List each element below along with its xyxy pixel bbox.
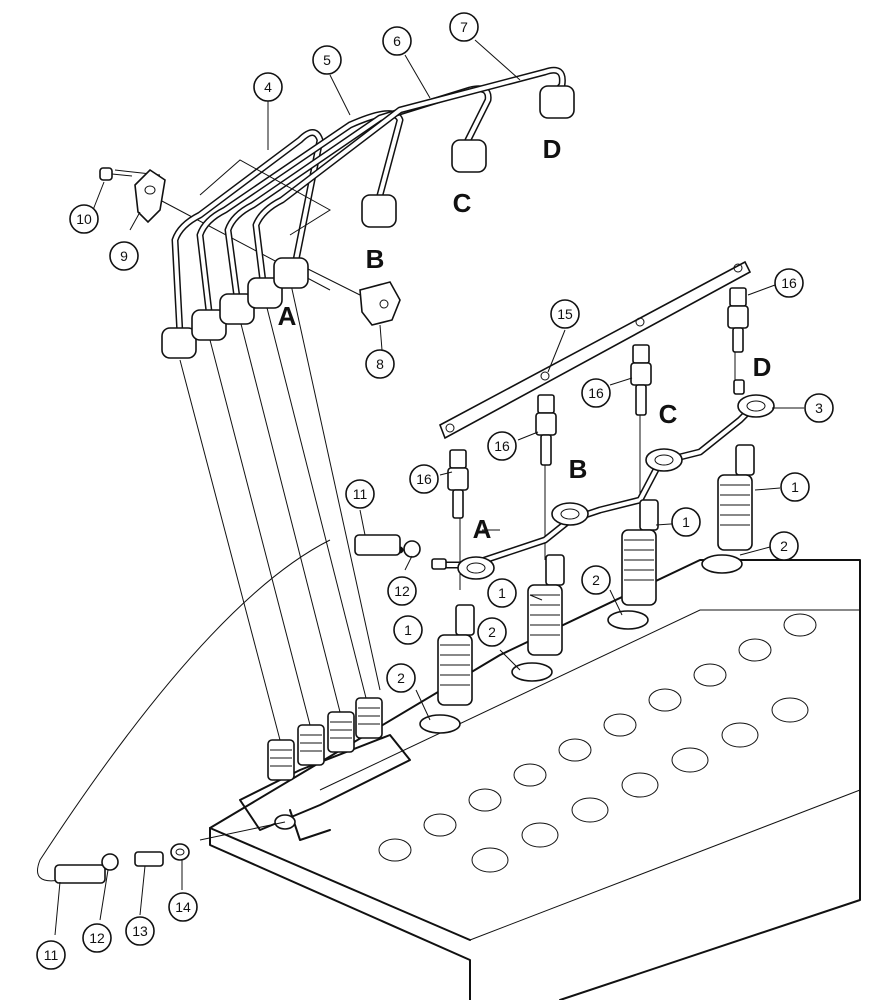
pipe-nuts-injector-end: [361, 85, 575, 228]
svg-text:12: 12: [89, 930, 105, 946]
pipe-letter-labels: A B C D A B C D: [278, 134, 772, 544]
callout-9: 9: [109, 241, 139, 271]
svg-text:16: 16: [588, 385, 604, 401]
callout-7: 7: [449, 12, 479, 42]
callout-4: 4: [253, 72, 283, 102]
letter-b-pipe: B: [366, 244, 385, 274]
svg-text:13: 13: [132, 923, 148, 939]
callout-16: 16: [487, 431, 517, 461]
svg-text:16: 16: [416, 471, 432, 487]
svg-text:4: 4: [264, 79, 272, 95]
callout-1: 1: [671, 507, 701, 537]
head-ports: [378, 613, 817, 873]
svg-text:2: 2: [488, 624, 496, 640]
assembly-leader-lines: [37, 169, 736, 882]
leak-off-bar-15: [438, 260, 752, 440]
callout-16: 16: [774, 268, 804, 298]
callout-1: 1: [780, 472, 810, 502]
callout-14: 14: [168, 892, 198, 922]
glow-plug: [535, 394, 557, 466]
svg-text:9: 9: [120, 248, 128, 264]
svg-text:16: 16: [781, 275, 797, 291]
svg-text:1: 1: [498, 585, 506, 601]
callout-1: 1: [393, 615, 423, 645]
svg-text:6: 6: [393, 33, 401, 49]
svg-text:11: 11: [44, 947, 59, 963]
callout-13: 13: [125, 916, 155, 946]
glow-plug: [727, 287, 749, 353]
pipe-clamp-9: [134, 168, 166, 224]
injection-pump-body: [239, 697, 411, 841]
svg-text:2: 2: [397, 670, 405, 686]
svg-text:16: 16: [494, 438, 510, 454]
callout-11: 11: [345, 479, 375, 509]
callout-16: 16: [409, 464, 439, 494]
glow-plugs: [447, 287, 749, 519]
letter-c-injector: C: [659, 399, 678, 429]
svg-text:5: 5: [323, 52, 331, 68]
glow-plug: [630, 344, 652, 416]
injector: [419, 604, 475, 734]
letter-a-pipe: A: [278, 301, 297, 331]
leak-off-pipe-3: [431, 379, 775, 580]
svg-text:1: 1: [791, 479, 799, 495]
callout-6: 6: [382, 26, 412, 56]
callouts: 1 1 1 1 2 2 2 2 3 4 5 6 7 8 9 10 11 11 1…: [36, 12, 834, 970]
callout-12: 12: [82, 923, 112, 953]
svg-text:1: 1: [682, 514, 690, 530]
injector-pipes: [171, 66, 566, 339]
glow-plug: [447, 449, 469, 519]
callout-11: 11: [36, 940, 66, 970]
svg-text:2: 2: [592, 572, 600, 588]
return-hose-lower: [54, 843, 190, 884]
pipe-clamp-8: [359, 281, 401, 326]
callout-5: 5: [312, 45, 342, 75]
pipe-nuts-pump-end: [161, 257, 309, 359]
svg-text:7: 7: [460, 19, 468, 35]
callout-12: 12: [387, 576, 417, 606]
svg-text:12: 12: [394, 583, 410, 599]
callout-2: 2: [386, 663, 416, 693]
letter-d-pipe: D: [543, 134, 562, 164]
callout-2: 2: [769, 531, 799, 561]
clamp-plate-outline: [199, 159, 331, 236]
callout-15: 15: [550, 299, 580, 329]
svg-text:15: 15: [557, 306, 573, 322]
svg-text:1: 1: [404, 622, 412, 638]
callout-16: 16: [581, 378, 611, 408]
callout-10: 10: [69, 204, 99, 234]
letter-d-injector: D: [753, 352, 772, 382]
callout-3: 3: [804, 393, 834, 423]
injector: [511, 554, 565, 682]
svg-text:10: 10: [76, 211, 92, 227]
svg-text:11: 11: [353, 486, 368, 502]
injector: [607, 499, 659, 630]
injector: [701, 444, 755, 574]
injectors: [419, 444, 755, 734]
svg-text:8: 8: [376, 356, 384, 372]
letter-b-injector: B: [569, 454, 588, 484]
letter-c-pipe: C: [453, 188, 472, 218]
letter-a-injector: A: [473, 514, 492, 544]
callout-2: 2: [477, 617, 507, 647]
svg-text:3: 3: [815, 400, 823, 416]
callout-2: 2: [581, 565, 611, 595]
pump-outlet-fittings: [267, 697, 383, 781]
return-hose-upper: [354, 534, 421, 558]
clamp-bolt-10: [99, 167, 133, 181]
callout-8: 8: [365, 349, 395, 379]
callout-leaders: [54, 39, 804, 936]
svg-text:14: 14: [175, 899, 191, 915]
svg-text:2: 2: [780, 538, 788, 554]
callout-1: 1: [487, 578, 517, 608]
